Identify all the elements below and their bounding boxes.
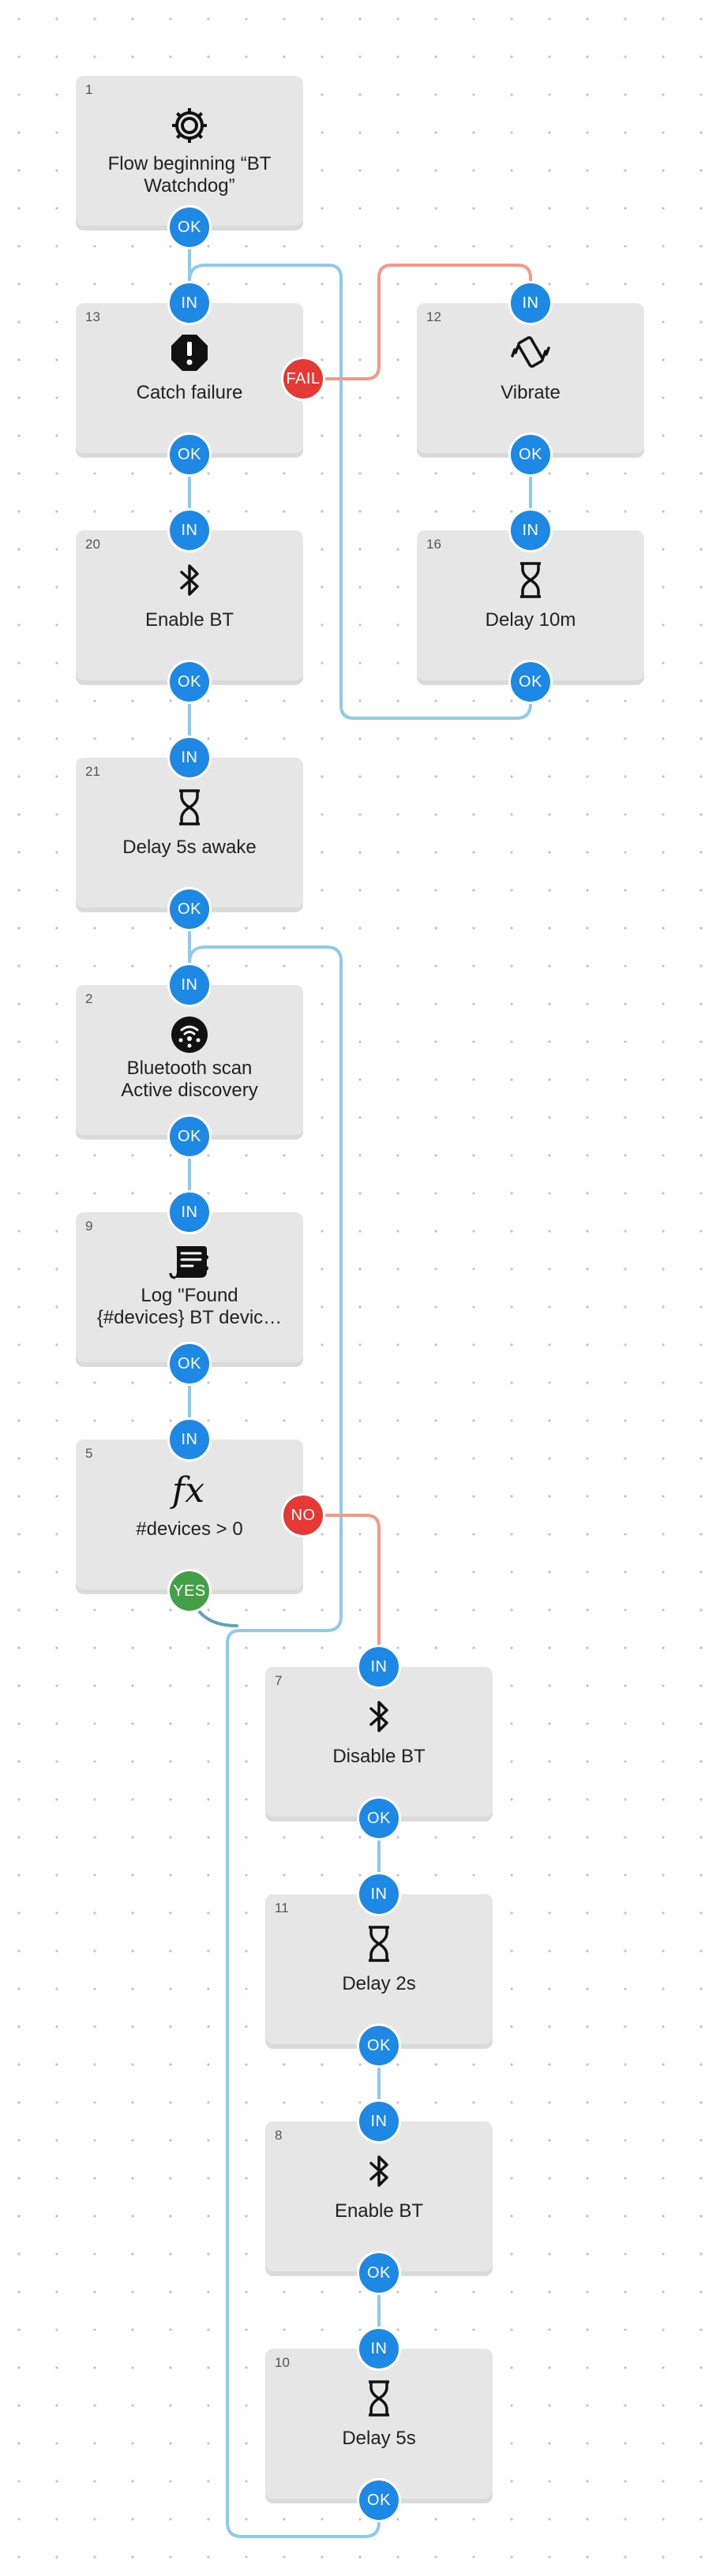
block-number: 1 xyxy=(85,82,93,97)
block-label: Disable BT xyxy=(332,1746,426,1767)
block-label: Enable BT xyxy=(144,609,234,631)
block-5-no-port[interactable]: NO xyxy=(281,1493,325,1537)
hourglass-icon xyxy=(417,559,644,601)
block-11-in-port[interactable]: IN xyxy=(357,1872,401,1916)
block-16-in-port[interactable]: IN xyxy=(508,508,553,552)
flow-block-20[interactable]: 20 Enable BT xyxy=(76,530,303,680)
block-number: 20 xyxy=(85,537,100,552)
block-number: 12 xyxy=(426,309,441,324)
block-21-ok-port[interactable]: OK xyxy=(167,887,212,931)
bluetooth-icon xyxy=(265,2150,493,2192)
block-8-ok-port[interactable]: OK xyxy=(357,2251,401,2295)
block-13-in-port[interactable]: IN xyxy=(167,281,212,325)
block-13-ok-port[interactable]: OK xyxy=(167,432,212,477)
block-label: Delay 5s xyxy=(342,2428,416,2449)
wire-b10-b2-loop xyxy=(188,945,381,2538)
block-number: 11 xyxy=(275,1900,289,1915)
block-12-ok-port[interactable]: OK xyxy=(508,432,553,477)
flow-block-1[interactable]: 1 Flow beginning “BT Watchdog” xyxy=(76,76,303,226)
block-10-in-port[interactable]: IN xyxy=(357,2327,401,2371)
block-5-yes-port[interactable]: YES xyxy=(167,1569,212,1613)
block-number: 5 xyxy=(85,1446,93,1461)
block-number: 21 xyxy=(85,764,100,779)
bluetooth-icon xyxy=(265,1695,493,1738)
block-number: 2 xyxy=(85,991,93,1006)
flow-block-11[interactable]: 11 Delay 2s xyxy=(265,1894,493,2044)
flow-block-7[interactable]: 7 Disable BT xyxy=(265,1667,493,1817)
flow-block-2[interactable]: 2 Bluetooth scan Active discovery xyxy=(76,985,303,1135)
bluetooth-scan-icon xyxy=(76,1013,303,1056)
block-number: 9 xyxy=(85,1219,93,1234)
block-label: Delay 10m xyxy=(485,609,576,631)
block-number: 7 xyxy=(275,1673,283,1688)
flow-block-16[interactable]: 16 Delay 10m xyxy=(417,530,644,680)
block-label: Log "Found {#devices} BT devic… xyxy=(96,1285,283,1328)
block-1-ok-port[interactable]: OK xyxy=(167,205,212,249)
flow-block-12[interactable]: 12 Vibrate xyxy=(417,303,644,453)
flow-block-13[interactable]: 13 Catch failure xyxy=(76,303,303,453)
flow-block-10[interactable]: 10 Delay 5s xyxy=(265,2349,493,2499)
block-label: Enable BT xyxy=(334,2200,424,2222)
block-8-in-port[interactable]: IN xyxy=(357,2099,401,2144)
flow-block-5[interactable]: 5 fx #devices > 0 xyxy=(76,1440,303,1589)
block-label: Delay 5s awake xyxy=(122,837,257,858)
block-7-in-port[interactable]: IN xyxy=(357,1645,401,1689)
svg-text:fx: fx xyxy=(170,1470,204,1511)
block-label: Bluetooth scan Active discovery xyxy=(121,1058,258,1101)
block-13-fail-port[interactable]: FAIL xyxy=(281,357,325,401)
log-scroll-icon xyxy=(76,1241,303,1283)
block-label: Delay 2s xyxy=(342,1973,416,1994)
flow-block-21[interactable]: 21 Delay 5s awake xyxy=(76,758,303,908)
exclamation-octagon-icon xyxy=(76,331,303,374)
hourglass-icon xyxy=(265,1923,493,1965)
block-20-in-port[interactable]: IN xyxy=(167,508,212,552)
block-number: 13 xyxy=(85,309,100,324)
block-label: Flow beginning “BT Watchdog” xyxy=(107,153,272,197)
block-7-ok-port[interactable]: OK xyxy=(357,1796,401,1840)
block-20-ok-port[interactable]: OK xyxy=(167,660,212,704)
block-2-ok-port[interactable]: OK xyxy=(167,1114,212,1159)
wire-b16-b13-loop xyxy=(188,264,532,720)
block-2-in-port[interactable]: IN xyxy=(167,963,212,1007)
block-label: #devices > 0 xyxy=(136,1518,243,1540)
wire-b5-no-b7 xyxy=(302,1514,381,1668)
block-5-in-port[interactable]: IN xyxy=(167,1417,212,1462)
hourglass-icon xyxy=(265,2377,493,2420)
block-number: 16 xyxy=(426,537,441,552)
block-number: 8 xyxy=(275,2128,283,2143)
vibrate-phone-icon xyxy=(417,331,644,374)
block-21-in-port[interactable]: IN xyxy=(167,736,212,780)
block-10-ok-port[interactable]: OK xyxy=(357,2478,401,2522)
block-12-in-port[interactable]: IN xyxy=(508,281,553,325)
flow-block-9[interactable]: 9 Log "Found {#devices} BT devic… xyxy=(76,1212,303,1362)
block-11-ok-port[interactable]: OK xyxy=(357,2024,401,2068)
block-number: 10 xyxy=(275,2355,290,2370)
gear-icon xyxy=(76,104,303,147)
wire-b13-fail-b12 xyxy=(302,264,532,380)
block-label: Vibrate xyxy=(501,382,561,403)
block-label: Catch failure xyxy=(136,382,243,403)
flow-block-8[interactable]: 8 Enable BT xyxy=(265,2121,493,2271)
block-9-in-port[interactable]: IN xyxy=(167,1190,212,1234)
bluetooth-icon xyxy=(76,559,303,601)
function-fx-icon: fx xyxy=(76,1468,303,1511)
block-9-ok-port[interactable]: OK xyxy=(167,1342,212,1386)
hourglass-icon xyxy=(76,786,303,829)
block-16-ok-port[interactable]: OK xyxy=(508,660,553,704)
